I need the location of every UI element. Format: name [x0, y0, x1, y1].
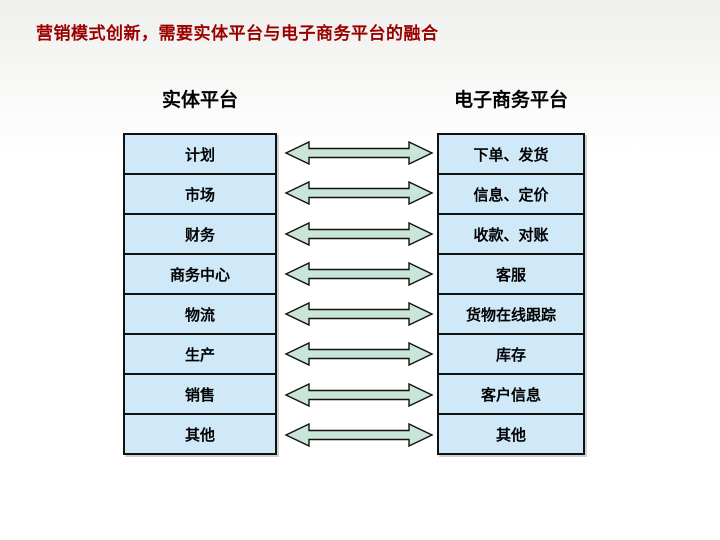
- physical-platform-cell: 物流: [125, 295, 275, 335]
- ecommerce-platform-cell: 信息、定价: [439, 175, 583, 215]
- slide-title: 营销模式创新，需要实体平台与电子商务平台的融合: [36, 24, 439, 43]
- row-connector: [281, 334, 437, 374]
- row-connector: [281, 415, 437, 455]
- double-arrow-icon: [284, 261, 434, 286]
- physical-platform-cell: 计划: [125, 135, 275, 175]
- ecommerce-platform-cell: 库存: [439, 335, 583, 375]
- row-connector: [281, 173, 437, 213]
- ecommerce-platform-table: 下单、发货信息、定价收款、对账客服货物在线跟踪库存客户信息其他: [437, 133, 585, 455]
- double-arrow-icon: [284, 342, 434, 367]
- physical-platform-cell: 生产: [125, 335, 275, 375]
- ecommerce-platform-cell: 收款、对账: [439, 215, 583, 255]
- double-arrow-icon: [284, 382, 434, 407]
- ecommerce-platform-cell: 货物在线跟踪: [439, 295, 583, 335]
- row-connector: [281, 214, 437, 254]
- double-arrow-icon: [284, 141, 434, 166]
- ecommerce-platform-cell: 其他: [439, 415, 583, 453]
- ecommerce-platform-cell: 客服: [439, 255, 583, 295]
- double-arrow-icon: [284, 302, 434, 327]
- left-column-header: 实体平台: [161, 90, 238, 111]
- physical-platform-cell: 销售: [125, 375, 275, 415]
- row-connector: [281, 375, 437, 415]
- row-connector: [281, 133, 437, 173]
- double-arrow-icon: [284, 181, 434, 206]
- physical-platform-cell: 财务: [125, 215, 275, 255]
- row-connector: [281, 254, 437, 294]
- row-connector: [281, 294, 437, 334]
- physical-platform-table: 计划市场财务商务中心物流生产销售其他: [123, 133, 277, 455]
- physical-platform-cell: 商务中心: [125, 255, 275, 295]
- right-column-header: 电子商务平台: [453, 90, 568, 111]
- physical-platform-cell: 其他: [125, 415, 275, 453]
- double-arrow-icon: [284, 221, 434, 246]
- ecommerce-platform-cell: 下单、发货: [439, 135, 583, 175]
- double-arrow-icon: [284, 422, 434, 447]
- physical-platform-cell: 市场: [125, 175, 275, 215]
- arrow-lane: [281, 133, 437, 455]
- ecommerce-platform-cell: 客户信息: [439, 375, 583, 415]
